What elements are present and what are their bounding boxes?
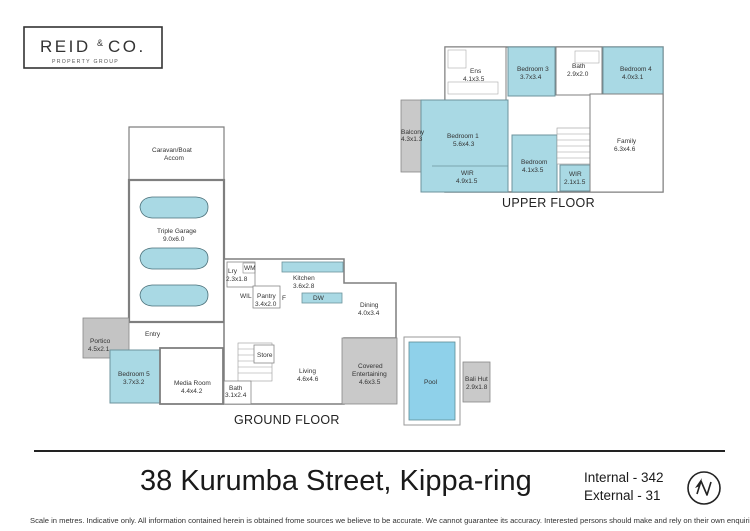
covered-label-2: Entertaining xyxy=(352,371,387,378)
logo-name: REID xyxy=(40,37,91,56)
dining-size: 4.0x3.4 xyxy=(358,310,380,317)
pantry-size: 3.4x2.0 xyxy=(255,301,277,308)
ground-bath-size: 3.1x2.4 xyxy=(225,392,247,399)
wir-1-label: WIR xyxy=(461,170,474,177)
bedroom-3-label: Bedroom 3 xyxy=(517,66,549,73)
bali-size: 2.9x1.8 xyxy=(466,384,488,391)
ground-bedroom-5 xyxy=(109,349,161,404)
logo-tagline: PROPERTY GROUP xyxy=(52,59,119,65)
wm-label: WM xyxy=(244,265,256,272)
media-label: Media Room xyxy=(174,380,211,387)
laundry-size: 2.3x1.8 xyxy=(226,276,248,283)
living-size: 4.6x4.6 xyxy=(297,376,319,383)
portico-label: Portico xyxy=(90,338,111,345)
wir-2-size: 2.1x1.5 xyxy=(564,179,586,186)
area-summary: Internal - 342 External - 31 xyxy=(584,469,664,505)
caravan-label: Caravan/Boat xyxy=(152,147,192,154)
bedroom-5-size: 3.7x3.2 xyxy=(123,379,145,386)
pantry-label: Pantry xyxy=(257,293,277,300)
covered-label: Covered xyxy=(358,363,383,370)
dining-label: Dining xyxy=(360,302,379,309)
bedroom-1-label: Bedroom 1 xyxy=(447,133,479,140)
kitchen-size: 3.6x2.8 xyxy=(293,283,315,290)
fridge-label: F xyxy=(282,295,286,302)
external-area: External - 31 xyxy=(584,488,661,503)
laundry xyxy=(226,261,256,288)
upper-floor-title: UPPER FLOOR xyxy=(502,196,595,210)
ensuite-shower xyxy=(447,49,467,69)
upper-family xyxy=(589,93,664,193)
covered-entertaining xyxy=(341,337,398,405)
wm-box xyxy=(242,262,256,274)
ground-bath-label: Bath xyxy=(229,385,243,392)
kitchen-label: Kitchen xyxy=(293,275,315,282)
laundry-label: Lry xyxy=(228,268,238,275)
family-label: Family xyxy=(617,138,637,145)
upper-bedroom-1 xyxy=(420,99,509,193)
logo-frame xyxy=(23,26,163,69)
kitchen-island xyxy=(301,292,343,304)
store-label: Store xyxy=(257,352,273,359)
property-address: 38 Kurumba Street, Kippa-ring xyxy=(140,465,532,497)
bedroom-4-label: Bedroom 4 xyxy=(620,66,652,73)
compass-n-glyph xyxy=(696,480,712,496)
upper-bath-label: Bath xyxy=(572,63,586,70)
bedroom-2-label: Bedroom xyxy=(521,159,547,166)
upper-bedroom-3 xyxy=(507,46,556,97)
upper-wir-2 xyxy=(559,164,591,192)
balcony-label: Balcony xyxy=(401,129,425,136)
wil-label: WIL xyxy=(240,293,252,300)
ground-floor-title: GROUND FLOOR xyxy=(234,413,340,427)
media-room xyxy=(159,347,224,405)
bedroom-5-label: Bedroom 5 xyxy=(118,371,150,378)
ensuite-vanity xyxy=(447,81,499,95)
north-arrow-icon xyxy=(687,471,721,505)
upper-bath-size: 2.9x2.0 xyxy=(567,71,589,78)
upper-stairs xyxy=(556,127,591,165)
upper-bath-tub xyxy=(574,50,600,64)
media-size: 4.4x4.2 xyxy=(181,388,203,395)
ground-floor-plan: Caravan/Boat Accom Triple Garage 9.0x6.0… xyxy=(82,126,491,427)
bedroom-4-size: 4.0x3.1 xyxy=(622,74,644,81)
covered-size: 4.6x3.5 xyxy=(359,379,381,386)
garage-size: 9.0x6.0 xyxy=(163,236,185,243)
wir-1-size: 4.9x1.5 xyxy=(456,178,478,185)
kitchen-bench xyxy=(281,261,344,273)
bedroom-1-size: 5.6x4.3 xyxy=(453,141,475,148)
caravan-label-2: Accom xyxy=(164,155,184,162)
brand-logo: REID & CO. PROPERTY GROUP xyxy=(23,26,163,69)
portico-size: 4.5x2.1 xyxy=(88,346,110,353)
compass-arrow xyxy=(695,478,702,488)
upper-bedroom-4 xyxy=(602,46,664,95)
bali-hut xyxy=(462,361,491,403)
bedroom-2-size: 4.1x3.5 xyxy=(522,167,544,174)
compass-ring xyxy=(687,471,721,505)
living-label: Living xyxy=(299,368,316,375)
internal-area: Internal - 342 xyxy=(584,470,664,485)
garage-cars xyxy=(139,196,209,307)
upper-ensuite xyxy=(444,46,507,101)
bedroom-3-size: 3.7x3.4 xyxy=(520,74,542,81)
logo-ampersand: & xyxy=(97,38,103,48)
pool-water xyxy=(408,341,456,421)
disclaimer-text: Scale in metres. Indicative only. All in… xyxy=(30,516,750,525)
bali-label: Bali Hut xyxy=(465,376,488,383)
ens-size: 4.1x3.5 xyxy=(463,76,485,83)
pool-label: Pool xyxy=(424,379,438,386)
dw-label: DW xyxy=(313,295,325,302)
ground-bath xyxy=(223,380,252,405)
entry-label: Entry xyxy=(145,331,161,338)
ens-label: Ens xyxy=(470,68,482,75)
family-size: 6.3x4.6 xyxy=(614,146,636,153)
pantry xyxy=(252,285,281,309)
garage-label: Triple Garage xyxy=(157,228,197,235)
wir-2-label: WIR xyxy=(569,171,582,178)
upper-floor-plan: Ens 4.1x3.5 Bedroom 3 3.7x3.4 Bath 2.9x2… xyxy=(400,46,664,210)
logo-suffix: CO. xyxy=(108,37,146,56)
balcony-size: 4.3x1.3 xyxy=(401,136,423,143)
store xyxy=(253,344,275,364)
upper-bath xyxy=(555,46,603,96)
